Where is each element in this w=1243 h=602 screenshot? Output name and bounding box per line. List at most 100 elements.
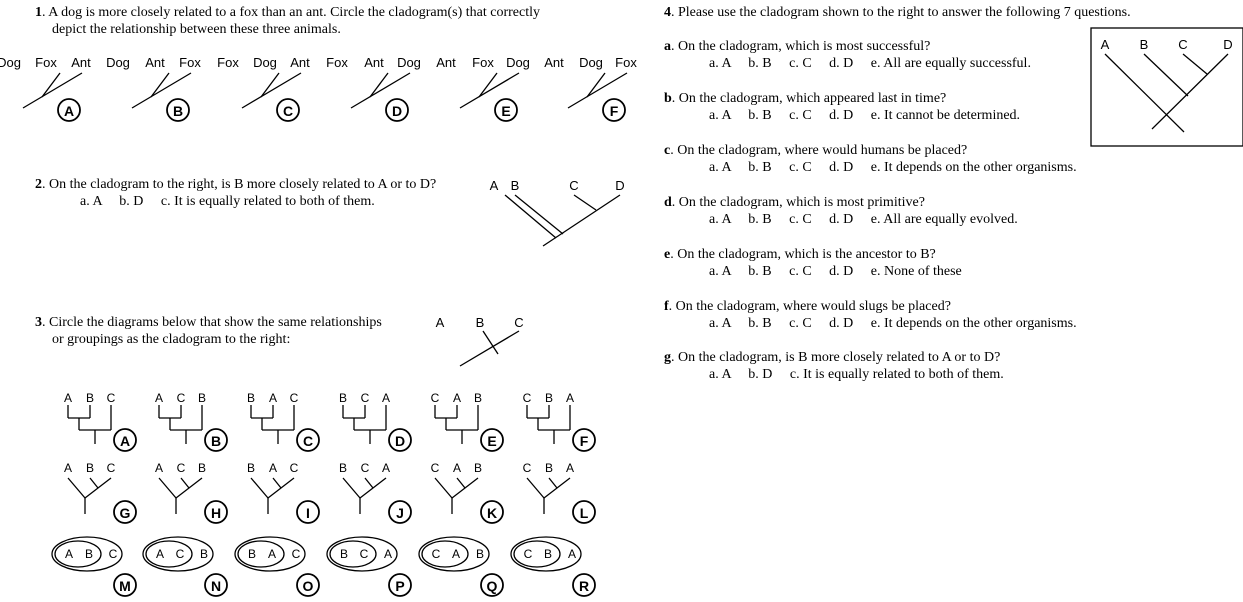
q3-tip-label: A (384, 547, 392, 561)
q3-tip-label: C (290, 391, 299, 405)
q3-tip-label: C (431, 391, 440, 405)
q3-option-J-circle (388, 500, 412, 524)
q3-tip-label: A (566, 461, 574, 475)
q1-branch (369, 72, 389, 98)
q2-branch (504, 194, 557, 239)
q1-tip-label: Ant (544, 55, 564, 70)
q1-branch (586, 72, 606, 98)
q4-part-letter: a (664, 39, 671, 54)
q1-tip-label: Dog (397, 55, 421, 70)
q3-tip-label: C (361, 391, 370, 405)
q3-inner-ellipse (329, 540, 377, 568)
q3-prompt: 3. Circle the diagrams below that show t… (35, 314, 382, 348)
q3-option-B-circle (204, 428, 228, 452)
q2-tip-label: B (511, 178, 520, 193)
q3-option-H-letter: H (211, 505, 221, 521)
q1-tip-label: Fox (35, 55, 57, 70)
q4-part-question: . On the cladogram, which appeared last … (671, 91, 947, 106)
q1-tip-label: Fox (326, 55, 348, 70)
q3-tip-label: C (431, 461, 440, 475)
q1-tip-label: Dog (253, 55, 277, 70)
q3-tip-label: A (452, 547, 460, 561)
q2-branch (573, 194, 597, 211)
q1-branch (260, 72, 280, 98)
q1-branch (131, 72, 192, 109)
q1-option-B-circle (166, 98, 190, 122)
q2-choices: a. A b. D c. It is equally related to bo… (80, 194, 375, 209)
q3-branch (180, 477, 190, 489)
q3-tip-label: B (248, 547, 256, 561)
q1-branch (478, 72, 498, 98)
q2-number: 2 (35, 177, 42, 192)
q3-option-K-letter: K (487, 505, 497, 521)
q4-part-a: a. On the cladogram, which is most succe… (664, 38, 1031, 72)
q3-branch (158, 477, 177, 499)
q3-option-G-circle (113, 500, 137, 524)
q4-intro: 4. Please use the cladogram shown to the… (664, 4, 1131, 21)
q3-number: 3 (35, 315, 42, 330)
q3-tip-label: C (514, 315, 523, 330)
q3-inner-ellipse (421, 540, 469, 568)
q3-tip-label: C (292, 547, 301, 561)
q3-tip-label: B (339, 461, 347, 475)
q1-option-E-letter: E (501, 103, 510, 119)
q1-prompt: 1. A dog is more closely related to a fo… (35, 4, 540, 38)
q4-part-c: c. On the cladogram, where would humans … (664, 142, 1077, 176)
q3-option-J-letter: J (396, 505, 404, 521)
q1-tip-label: Dog (506, 55, 530, 70)
q3-option-A-letter: A (120, 433, 130, 449)
q4-part-g: g. On the cladogram, is B more closely r… (664, 349, 1004, 383)
q3-option-E-circle (480, 428, 504, 452)
q3-option-L-circle (572, 500, 596, 524)
q3-branch (67, 477, 86, 499)
q4-part-choices: a. A b. B c. C d. D e. It cannot be dete… (709, 108, 1021, 123)
q4-tip-label: A (1101, 37, 1110, 52)
q1-tip-label: Dog (0, 55, 21, 70)
q2-prompt: 2. On the cladogram to the right, is B m… (35, 176, 436, 210)
q3-tip-label: C (290, 461, 299, 475)
q1-tip-label: Dog (579, 55, 603, 70)
q3-tip-label: A (155, 461, 163, 475)
q1-number: 1 (35, 5, 42, 20)
q3-tip-label: C (177, 391, 186, 405)
q1-tip-label: Ant (436, 55, 456, 70)
q1-tip-label: Dog (106, 55, 130, 70)
q1-branch (459, 72, 520, 109)
q3-tip-label: A (64, 391, 72, 405)
q3-option-N-circle (204, 573, 228, 597)
q1-tip-label: Ant (364, 55, 384, 70)
q3-tip-label: A (156, 547, 164, 561)
q3-tip-label: C (107, 391, 116, 405)
q3-option-D-circle (388, 428, 412, 452)
q1-option-E-circle (494, 98, 518, 122)
q3-option-E-letter: E (487, 433, 496, 449)
q3-tip-label: C (109, 547, 118, 561)
q3-inner-ellipse (237, 540, 285, 568)
q3-tip-label: B (339, 391, 347, 405)
q3-option-I-circle (296, 500, 320, 524)
q3-tip-label: B (544, 547, 552, 561)
q3-option-I-letter: I (306, 505, 310, 521)
q3-branch (548, 477, 558, 489)
q1-branch (567, 72, 628, 109)
q1-line1: . A dog is more closely related to a fox… (42, 5, 540, 20)
q3-option-O-letter: O (303, 578, 314, 594)
q4-part-choices: a. A b. B c. C d. D e. It depends on the… (709, 316, 1077, 331)
q4-part-question: . On the cladogram, is B more closely re… (671, 350, 1001, 365)
q4-part-letter: c (664, 143, 671, 158)
q3-tip-label: A (566, 391, 574, 405)
q3-outer-ellipse (142, 536, 214, 572)
q1-branch (350, 72, 411, 109)
